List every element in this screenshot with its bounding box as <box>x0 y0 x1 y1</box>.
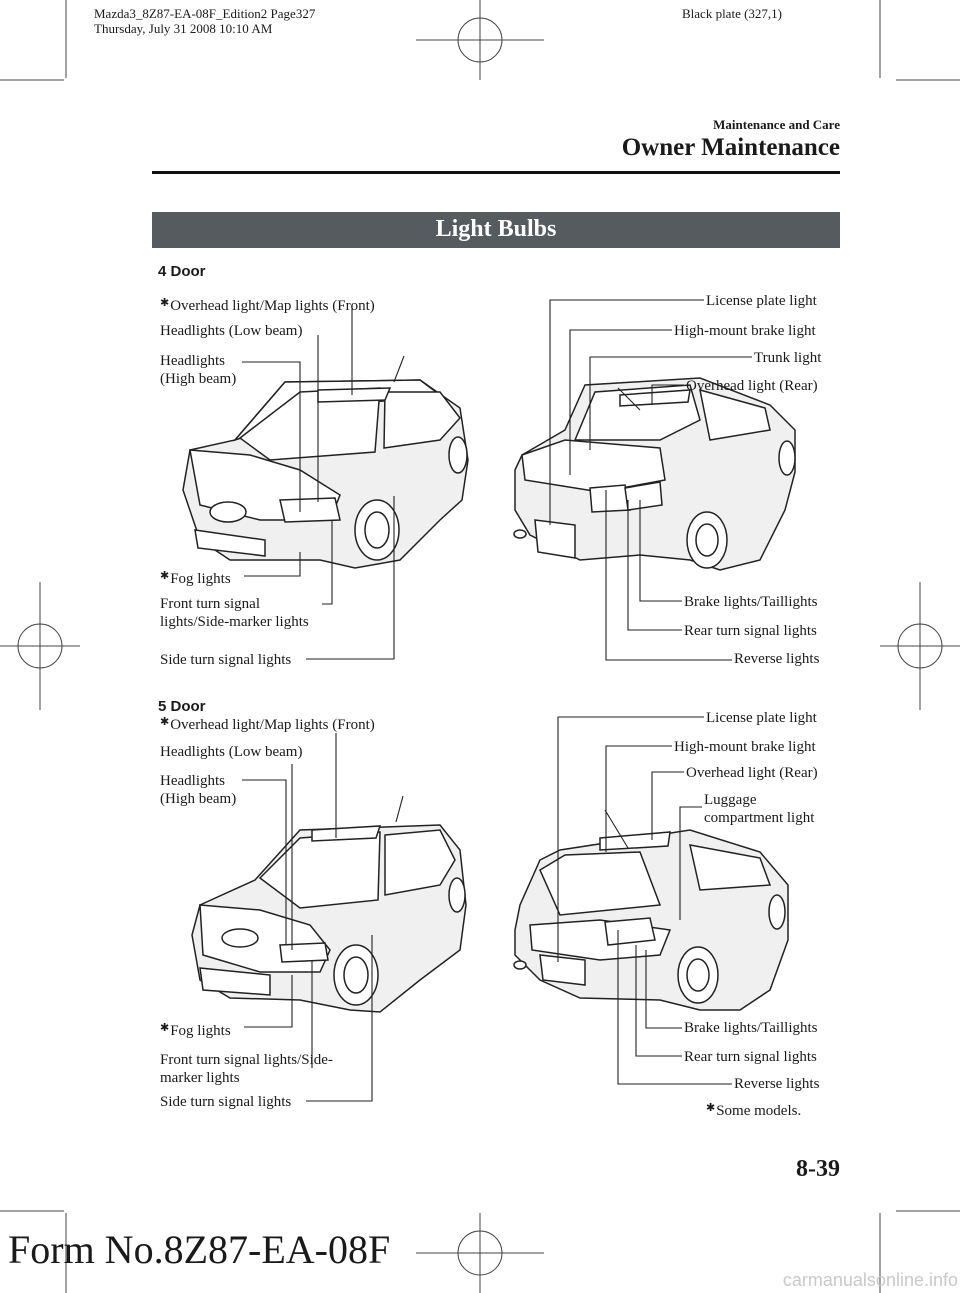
section-title: Maintenance and Care <box>713 117 840 132</box>
four-door-label-license-plate: License plate light <box>706 293 817 309</box>
form-number: Form No.8Z87-EA-08F <box>8 1227 391 1272</box>
four-door-front-car-illustration <box>182 355 469 569</box>
banner-title: Light Bulbs <box>435 216 557 242</box>
four-door-label-trunk: Trunk light <box>754 350 822 366</box>
header-rule <box>152 171 840 174</box>
four-door-label-brake-tail: Brake lights/Taillights <box>684 594 818 610</box>
print-info-line1: Mazda3_8Z87-EA-08F_Edition2 Page327 <box>94 6 316 21</box>
five-door-left-leaders <box>242 733 373 1102</box>
four-door-right-leaders <box>549 299 752 661</box>
four-door-label-high-mount: High-mount brake light <box>674 323 816 339</box>
five-door-label-reverse: Reverse lights <box>734 1076 820 1092</box>
four-door-label-headlights-low: Headlights (Low beam) <box>160 323 303 339</box>
watermark: carmanualsonline.info <box>782 1270 958 1290</box>
four-door-label-headlights-high: Headlights(High beam) <box>160 353 237 387</box>
four-door-label-side-turn: Side turn signal lights <box>160 652 292 668</box>
chapter-title: Owner Maintenance <box>621 134 840 161</box>
crosshair-top <box>416 0 544 80</box>
four-door-label-rear-turn: Rear turn signal lights <box>684 623 817 639</box>
five-door-label-brake-tail: Brake lights/Taillights <box>684 1020 818 1036</box>
five-door-right-leaders <box>557 716 732 1085</box>
five-door-front-car-illustration <box>191 795 467 1013</box>
five-door-label-rear-turn: Rear turn signal lights <box>684 1049 817 1065</box>
five-door-label-overhead-front: ✱Overhead light/Map lights (Front) <box>160 716 375 733</box>
five-door-label-headlights-high: Headlights(High beam) <box>160 773 237 807</box>
five-door-rear-car-illustration <box>513 809 789 1011</box>
section-banner: Light Bulbs <box>152 212 840 248</box>
crosshair-right <box>880 582 960 710</box>
five-door-title: 5 Door <box>158 698 206 715</box>
four-door-left-leaders <box>242 305 395 660</box>
four-door-title: 4 Door <box>158 263 206 280</box>
crosshair-bottom <box>416 1213 544 1293</box>
five-door-label-overhead-rear: Overhead light (Rear) <box>686 765 818 781</box>
print-info: Mazda3_8Z87-EA-08F_Edition2 Page327 Thur… <box>94 6 315 36</box>
five-door-label-side-turn: Side turn signal lights <box>160 1094 292 1110</box>
four-door-label-overhead-front: ✱Overhead light/Map lights (Front) <box>160 297 375 314</box>
plate-info: Black plate (327,1) <box>682 6 782 21</box>
footnote-some-models: ✱Some models. <box>706 1102 802 1119</box>
five-door-label-high-mount: High-mount brake light <box>674 739 816 755</box>
four-door-label-fog-lights: ✱Fog lights <box>160 570 231 587</box>
five-door-label-fog-lights: ✱Fog lights <box>160 1022 231 1039</box>
four-door-label-overhead-rear: Overhead light (Rear) <box>686 378 818 394</box>
five-door-label-front-turn: Front turn signal lights/Side-marker lig… <box>160 1052 333 1086</box>
print-info-line2: Thursday, July 31 2008 10:10 AM <box>94 21 273 36</box>
crosshair-left <box>0 582 80 710</box>
page-number: 8-39 <box>796 1156 840 1182</box>
four-door-label-reverse: Reverse lights <box>734 651 820 667</box>
four-door-rear-car-illustration <box>513 377 796 571</box>
five-door-label-headlights-low: Headlights (Low beam) <box>160 744 303 760</box>
five-door-label-license-plate: License plate light <box>706 710 817 726</box>
